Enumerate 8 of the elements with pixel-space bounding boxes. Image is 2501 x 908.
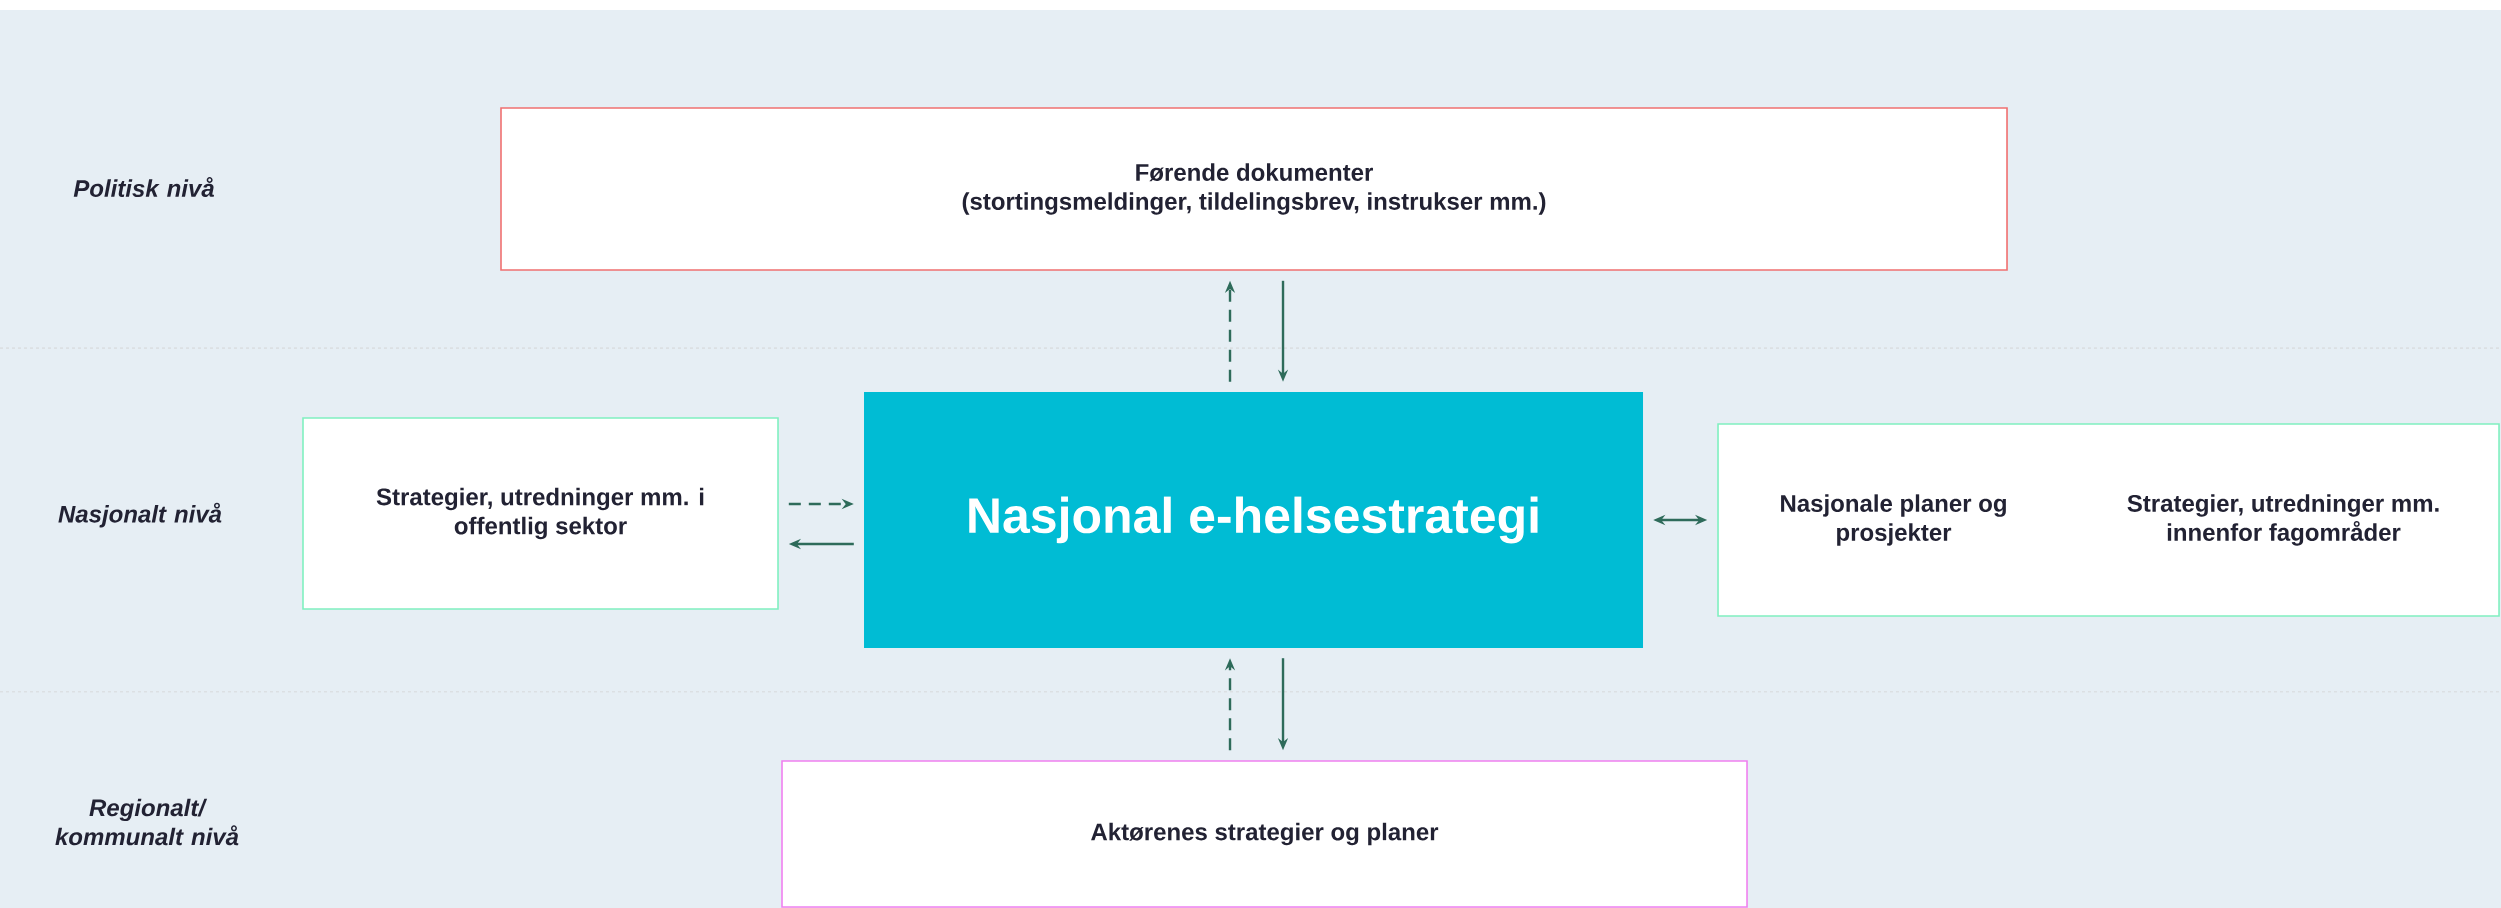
level-label: Regionalt/ kommunalt nivå xyxy=(55,798,239,846)
document-box: Førende dokumenter (stortingsmeldinger, tildelingsbrev, instrukser mm.) xyxy=(500,107,2008,271)
level-label: Politisk nivå xyxy=(73,177,214,197)
actor-box: Aktørenes strategier og planer xyxy=(781,760,1748,908)
strategy-box: Nasjonal e-helsestrategi xyxy=(864,392,1643,648)
level-label: Nasjonalt nivå xyxy=(58,502,222,528)
plan-box: Nasjonale planer og prosjekter Strategier, utredninger mm. innenfor fagområder xyxy=(1717,423,2500,617)
strategy-box: Strategier, utredninger mm. i offentlig sektor xyxy=(302,417,779,610)
